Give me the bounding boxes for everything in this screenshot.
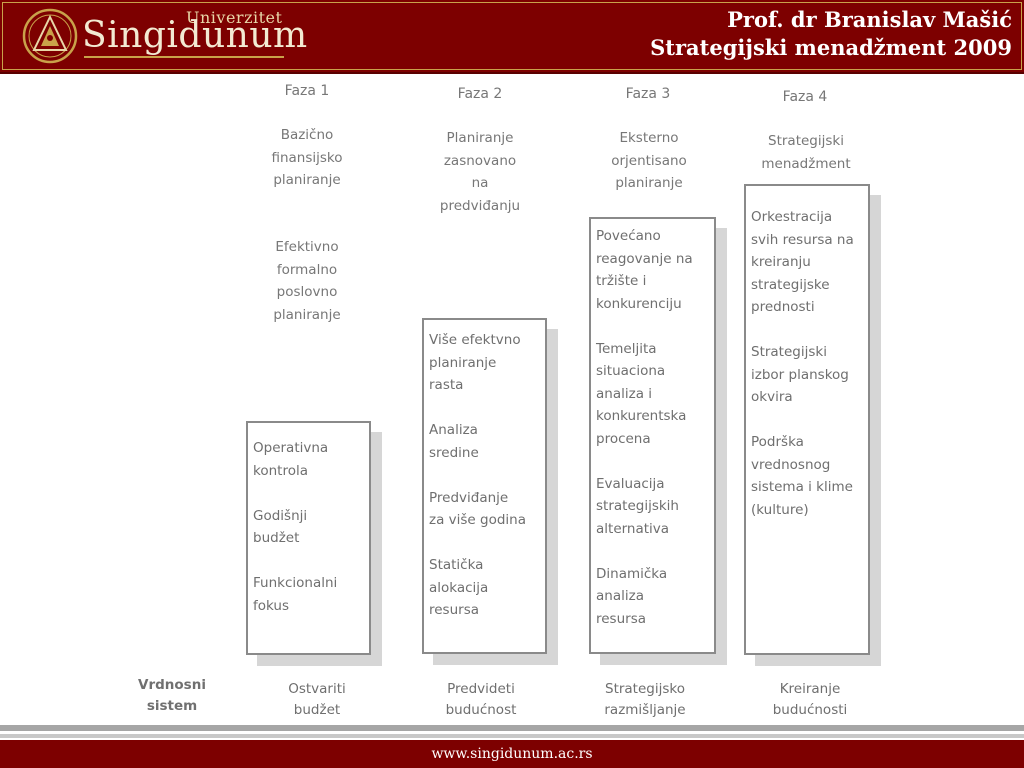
phase-2-value: Predvideti budućnost — [445, 681, 517, 718]
phase-3-box-text: Povećano reagovanje na tržište i konkure… — [596, 228, 693, 627]
author-name: Prof. dr Branislav Mašić — [727, 7, 1012, 32]
phase-4-box-text: Orkestracija svih resursa na kreiranju s… — [751, 209, 854, 518]
course-title: Strategijski menadžment 2009 — [650, 35, 1012, 60]
phase-3-value: Strategijsko razmišljanje — [604, 681, 686, 718]
logo-wordmark: Singidunum — [82, 15, 308, 56]
phase-2-label: Faza 2 — [457, 86, 503, 102]
footer-url: www.singidunum.ac.rs — [431, 746, 593, 762]
header-title: Prof. dr Branislav Mašić Strategijski me… — [650, 6, 1012, 62]
phase-1-extra: Efektivno formalno poslovno planiranje — [273, 239, 341, 323]
phase-1-box-text: Operativna kontrola Godišnji budžet Funk… — [253, 440, 338, 614]
footer-stripe-light — [0, 734, 1024, 738]
value-system-label: Vrdnosni sistem — [138, 677, 206, 714]
phase-2-box-text: Više efektvno planiranje rasta Analiza s… — [429, 332, 526, 618]
footer-stripe — [0, 725, 1024, 731]
phase-3-label: Faza 3 — [625, 86, 671, 102]
phase-1-subtitle: Bazično finansijsko planiranje — [271, 127, 343, 188]
phase-1-box: Operativna kontrola Godišnji budžet Funk… — [246, 421, 371, 655]
phase-4-value: Kreiranje budućnosti — [772, 681, 848, 718]
phase-1-value: Ostvariti budžet — [288, 681, 346, 718]
phase-3-subtitle: Eksterno orjentisano planiranje — [611, 130, 687, 191]
phase-1-label: Faza 1 — [284, 83, 330, 99]
phase-2-box: Više efektvno planiranje rasta Analiza s… — [422, 318, 547, 654]
phase-4-subtitle: Strategijski menadžment — [761, 133, 851, 172]
logo-subtitle: Univerzitet — [186, 8, 283, 27]
header-bar: Univerzitet Singidunum Prof. dr Branisla… — [0, 0, 1024, 74]
university-emblem-icon — [22, 8, 78, 64]
logo-underline — [84, 56, 284, 58]
phase-3-box: Povećano reagovanje na tržište i konkure… — [589, 217, 716, 654]
footer-bar: www.singidunum.ac.rs — [0, 740, 1024, 768]
phase-2-subtitle: Planiranje zasnovano na predviđanju — [439, 130, 521, 214]
phase-4-box: Orkestracija svih resursa na kreiranju s… — [744, 184, 870, 655]
phase-4-label: Faza 4 — [782, 89, 828, 105]
